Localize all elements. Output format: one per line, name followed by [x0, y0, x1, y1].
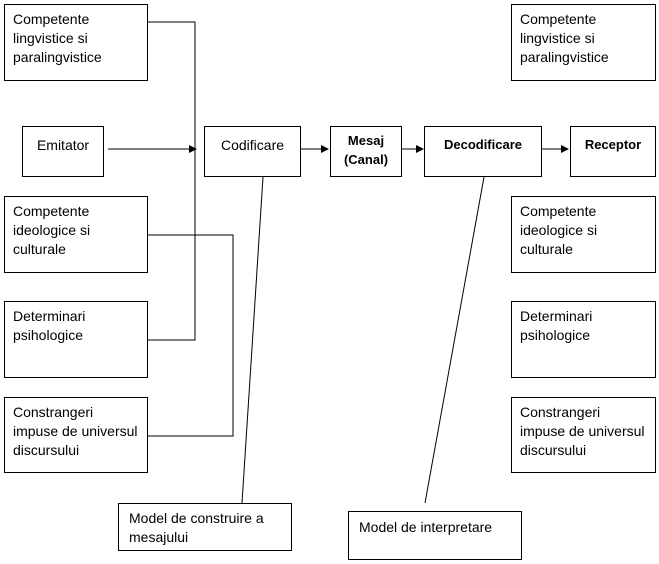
receiver-label: Receptor — [584, 137, 642, 152]
right-ideological-label: Competente ideologice si culturale — [520, 203, 598, 257]
right-constraints-box: Constrangeri impuse de universul discurs… — [511, 397, 656, 473]
construction-model-box: Model de construire a mesajului — [118, 503, 292, 551]
left-constraints-label: Constrangeri impuse de universul discurs… — [13, 404, 138, 458]
line-encoding-model — [241, 176, 264, 504]
construction-model-label: Model de construire a mesajului — [129, 510, 264, 545]
encoding-label: Codificare — [220, 137, 285, 153]
right-psychological-box: Determinari psihologice — [511, 301, 656, 378]
right-constraints-label: Constrangeri impuse de universul discurs… — [520, 404, 645, 458]
message-box: Mesaj (Canal) — [330, 126, 402, 177]
left-constraints-box: Constrangeri impuse de universul discurs… — [4, 397, 148, 473]
decoding-box: Decodificare — [424, 126, 542, 177]
emitter-label: Emitator — [36, 137, 90, 153]
encoding-box: Codificare — [204, 126, 301, 177]
interpretation-model-box: Model de interpretare — [348, 511, 522, 560]
right-linguistic-label: Competente lingvistice si paralingvistic… — [520, 11, 609, 65]
bracket-ideological-constraints — [148, 234, 234, 437]
emitter-box: Emitator — [22, 126, 104, 177]
right-ideological-box: Competente ideologice si culturale — [511, 196, 656, 273]
left-linguistic-label: Competente lingvistice si paralingvistic… — [13, 11, 102, 65]
bracket-linguistic-psychological — [148, 21, 196, 341]
right-linguistic-box: Competente lingvistice si paralingvistic… — [511, 4, 656, 81]
line-decoding-model — [424, 176, 485, 504]
message-label: Mesaj (Canal) — [343, 133, 389, 167]
left-psychological-label: Determinari psihologice — [13, 308, 86, 343]
left-linguistic-box: Competente lingvistice si paralingvistic… — [4, 4, 148, 81]
receiver-box: Receptor — [570, 126, 656, 177]
left-psychological-box: Determinari psihologice — [4, 301, 148, 378]
decoding-label: Decodificare — [443, 137, 523, 152]
left-ideological-box: Competente ideologice si culturale — [4, 196, 148, 273]
interpretation-model-label: Model de interpretare — [359, 519, 493, 535]
left-ideological-label: Competente ideologice si culturale — [13, 203, 91, 257]
right-psychological-label: Determinari psihologice — [520, 308, 593, 343]
